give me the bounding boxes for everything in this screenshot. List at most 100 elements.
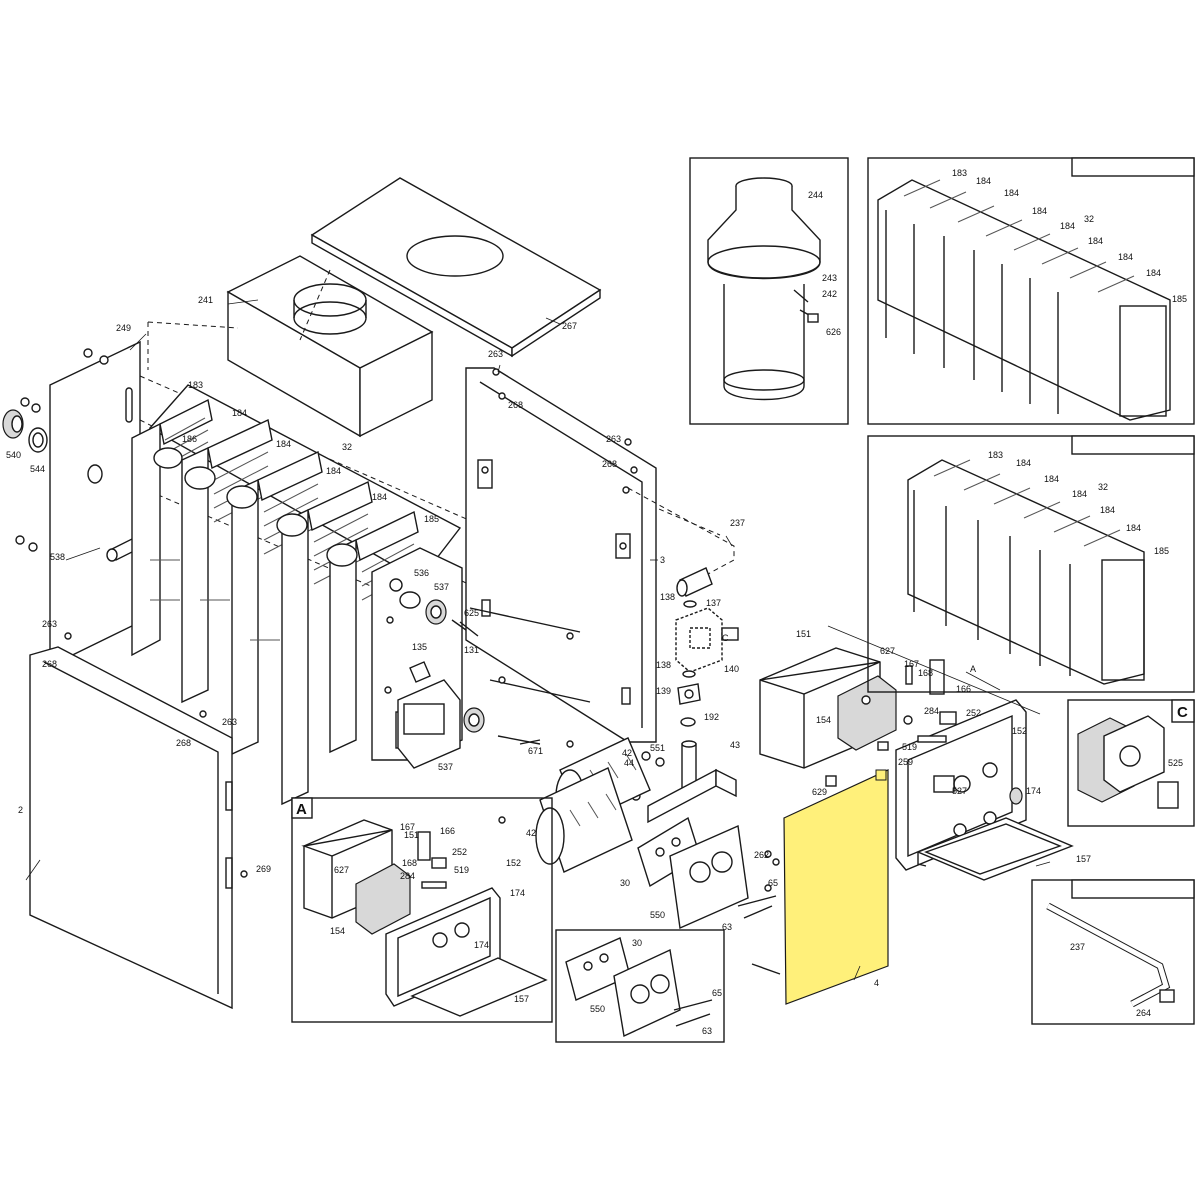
label-237b: 237 [1070,942,1085,952]
label-139: 139 [656,686,671,696]
label-174b: 174 [510,888,525,898]
label-30: 30 [620,878,630,888]
gas-manifold-43[interactable] [647,740,737,824]
label-527: 527 [952,786,967,796]
section-184-3[interactable] [276,480,373,806]
top-cover-plate-267[interactable] [310,177,602,358]
label-166: 166 [956,684,971,694]
label-138a: 138 [660,592,675,602]
label-167b: 167 [400,822,415,832]
back-panel-249[interactable] [49,340,141,668]
label-166b: 166 [440,826,455,836]
flue-collector-241[interactable] [226,255,434,438]
inset-A[interactable]: A [291,797,553,1023]
bracket-135[interactable] [409,661,431,683]
fitting-537-upper[interactable] [425,599,447,625]
inset-burner-plates[interactable] [555,929,725,1043]
label-627: 627 [880,646,895,656]
fitting-540[interactable] [2,409,24,439]
inset-C-letter: C [1177,704,1188,721]
combustion-chamber-front[interactable] [397,679,461,769]
label-137: 137 [706,598,721,608]
label-263d: 263 [222,717,237,727]
label-157: 157 [1076,854,1091,864]
label-174c: 174 [474,940,489,950]
label-183: 183 [188,380,203,390]
label-152b: 152 [506,858,521,868]
label-131: 131 [464,645,479,655]
side-panel-3[interactable] [465,367,657,743]
electrodes-63-65[interactable] [737,850,780,919]
inset-exchanger-6-sections[interactable] [867,435,1195,693]
inset-pipe-237[interactable] [1031,879,1195,1025]
label-32: 32 [342,442,352,452]
label-284: 284 [924,706,939,716]
label-537a: 537 [434,582,449,592]
label-544: 544 [30,464,45,474]
label-536: 536 [414,568,429,578]
inset-flue-hood[interactable] [689,157,849,425]
label-264: 264 [1136,1008,1151,1018]
draft-hood-244[interactable] [707,177,821,401]
section-183[interactable] [131,398,213,657]
label-183c: 183 [988,450,1003,460]
label-184d: 184 [372,492,387,502]
label-184b: 184 [276,439,291,449]
inset-exchanger-8-sections[interactable] [867,157,1195,425]
label-157b: 157 [514,994,529,1004]
label-241: 241 [198,295,213,305]
label-252b: 252 [452,847,467,857]
label-ref-A: A [970,664,976,674]
gas-valve-assembly[interactable] [623,567,739,824]
burner-plate-550[interactable] [669,824,749,930]
label-174: 174 [1026,786,1041,796]
label-550b: 550 [590,1004,605,1014]
pipe-237-dashed [627,487,735,575]
label-551: 551 [650,743,665,753]
circuit-board-154[interactable] [837,675,897,751]
gasket-544[interactable] [28,427,48,453]
section-184-1[interactable] [181,418,273,704]
label-550: 550 [650,910,665,920]
label-268d: 268 [176,738,191,748]
label-43: 43 [730,740,740,750]
inset-C-gas-valve[interactable]: C [1067,699,1195,827]
label-184m: 184 [1044,474,1059,484]
label-237: 237 [730,518,745,528]
label-185b: 185 [1172,294,1187,304]
front-door-panel-4-highlighted[interactable] [783,769,889,1005]
label-183b: 183 [952,168,967,178]
section-184-2[interactable] [226,450,323,756]
label-242: 242 [822,289,837,299]
label-184o: 184 [1100,505,1115,515]
label-168: 168 [918,668,933,678]
label-184a: 184 [232,408,247,418]
drip-tray-157[interactable] [916,817,1074,881]
label-626: 626 [826,327,841,337]
burner-plate-30[interactable] [637,816,701,888]
label-259: 259 [898,757,913,767]
left-fittings [2,348,147,562]
section-184-4[interactable] [326,510,419,754]
fitting-137[interactable] [676,567,713,597]
label-167: 167 [904,659,919,669]
burner-42-lower[interactable] [535,767,633,873]
label-151: 151 [796,629,811,639]
label-629: 629 [812,787,827,797]
label-32c: 32 [1098,482,1108,492]
reference-lines [827,625,1041,715]
fitting-537-lower[interactable] [463,707,485,733]
label-625: 625 [464,608,479,618]
gas-valve-140[interactable] [675,607,723,673]
center-fittings [399,591,591,824]
label-252: 252 [966,708,981,718]
front-panel-2[interactable] [29,632,248,1010]
label-65: 65 [768,878,778,888]
fitting-139[interactable] [677,683,701,705]
knob-174[interactable] [1009,787,1023,805]
label-152: 152 [1012,726,1027,736]
label-184l: 184 [1016,458,1031,468]
label-184k: 184 [1146,268,1161,278]
label-627b: 627 [334,865,349,875]
label-63b: 63 [702,1026,712,1036]
